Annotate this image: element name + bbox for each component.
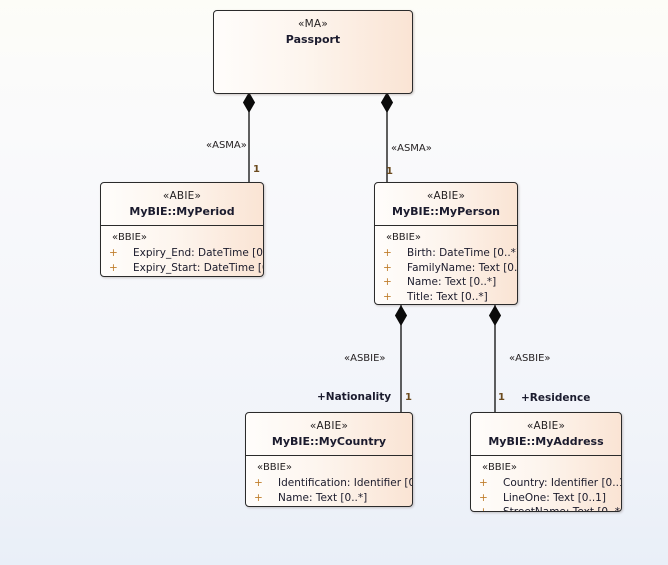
compartment-divider xyxy=(471,455,621,456)
attribute-stereotype: «BBIE» xyxy=(257,462,293,473)
visibility-marker: + xyxy=(479,477,488,489)
attribute-text: Identification: Identifier [0..*] xyxy=(278,477,412,489)
visibility-marker: + xyxy=(109,261,118,274)
visibility-marker: + xyxy=(383,276,392,288)
class-stereotype: «ABIE» xyxy=(426,190,466,202)
visibility-marker: + xyxy=(109,247,118,259)
attribute-row: + Name: Text [0..*] xyxy=(246,491,412,506)
class-header-myperson: «ABIE» MyBIE::MyPerson xyxy=(375,183,517,225)
attribute-text: StreetName: Text [0..*] xyxy=(503,506,622,512)
compartment-divider xyxy=(375,225,517,226)
class-stereotype: «ABIE» xyxy=(162,190,202,202)
class-header-myperiod: «ABIE» MyBIE::MyPeriod xyxy=(101,183,263,225)
class-attributes-myaddress: «BBIE» + Country: Identifier [0..1] + Line… xyxy=(471,456,622,512)
attribute-row: + StreetName: Text [0..*] xyxy=(471,505,622,512)
attribute-row: + Title: Text [0..*] xyxy=(375,290,517,305)
association-multiplicity-passport-myperson: 1 xyxy=(386,166,393,177)
association-multiplicity-passport-myperiod: 1 xyxy=(253,164,260,175)
association-stereotype-myperson-mycountry: «ASBIE» xyxy=(344,353,386,364)
class-stereotype: «ABIE» xyxy=(309,420,349,432)
attribute-row: + Name: Text [0..*] xyxy=(375,275,517,290)
visibility-marker: + xyxy=(479,491,488,504)
visibility-marker: + xyxy=(479,506,488,512)
attribute-text: Expiry_End: DateTime [0..1] xyxy=(133,247,263,259)
attribute-text: Name: Text [0..*] xyxy=(407,276,497,288)
attribute-text: Country: Identifier [0..1] xyxy=(503,477,622,489)
attribute-stereotype: «BBIE» xyxy=(482,462,518,473)
visibility-marker: + xyxy=(254,491,263,504)
visibility-marker: + xyxy=(254,477,263,489)
class-name: MyBIE::MyPerson xyxy=(392,205,500,218)
class-header-myaddress: «ABIE» MyBIE::MyAddress xyxy=(471,413,621,455)
association-stereotype-passport-myperiod: «ASMA» xyxy=(206,140,247,151)
attribute-text: Birth: DateTime [0..*] xyxy=(407,247,518,259)
composition-diamond-passport-myperson xyxy=(380,92,394,113)
attribute-row: + Identification: Identifier [0..*] xyxy=(246,476,412,491)
class-name: MyBIE::MyCountry xyxy=(271,435,387,448)
association-role-nationality: +Nationality xyxy=(317,391,392,403)
association-stereotype-passport-myperson: «ASMA» xyxy=(391,143,432,154)
composition-diamond-myperson-mycountry xyxy=(394,305,408,326)
attribute-row: + Expiry_Start: DateTime [0..1] xyxy=(101,261,263,276)
class-name: Passport xyxy=(285,33,341,46)
attribute-row: + FamilyName: Text [0..*] xyxy=(375,261,517,276)
compartment-divider xyxy=(246,455,412,456)
visibility-marker: + xyxy=(383,261,392,274)
association-role-residence: +Residence xyxy=(521,392,591,404)
attribute-row: + LineOne: Text [0..1] xyxy=(471,491,621,506)
composition-diamond-passport-myperiod xyxy=(242,92,256,113)
association-stereotype-myperson-myaddress: «ASBIE» xyxy=(509,353,551,364)
class-stereotype: «MA» xyxy=(298,18,328,30)
visibility-marker: + xyxy=(383,247,392,259)
class-box-myperson[interactable]: «ABIE» MyBIE::MyPerson «BBIE» + Birth: Da… xyxy=(374,182,518,305)
class-box-myaddress[interactable]: «ABIE» MyBIE::MyAddress «BBIE» + Country:… xyxy=(470,412,622,512)
attribute-row: + Country: Identifier [0..1] xyxy=(471,476,621,491)
attribute-text: Title: Text [0..*] xyxy=(407,290,488,303)
attribute-row: + Birth: DateTime [0..*] xyxy=(375,246,517,261)
class-box-myperiod[interactable]: «ABIE» MyBIE::MyPeriod «BBIE» + Expiry_En… xyxy=(100,182,264,277)
class-box-mycountry[interactable]: «ABIE» MyBIE::MyCountry «BBIE» + Identifi… xyxy=(245,412,413,507)
attribute-text: Name: Text [0..*] xyxy=(278,491,368,504)
attribute-row: + Expiry_End: DateTime [0..1] xyxy=(101,246,263,261)
class-box-passport[interactable]: «MA» Passport xyxy=(213,10,413,94)
compartment-divider xyxy=(101,225,263,226)
class-attributes-myperiod: «BBIE» + Expiry_End: DateTime [0..1] + Exp… xyxy=(101,226,263,276)
class-attributes-mycountry: «BBIE» + Identification: Identifier [0..*… xyxy=(246,456,412,506)
association-multiplicity-myperson-mycountry: 1 xyxy=(405,392,412,403)
attribute-text: FamilyName: Text [0..*] xyxy=(407,261,518,274)
class-stereotype: «ABIE» xyxy=(526,420,566,432)
attribute-text: LineOne: Text [0..1] xyxy=(503,491,606,504)
class-name: MyBIE::MyAddress xyxy=(488,435,604,448)
composition-diamond-myperson-myaddress xyxy=(488,305,502,326)
attribute-stereotype: «BBIE» xyxy=(112,232,148,243)
class-header-mycountry: «ABIE» MyBIE::MyCountry xyxy=(246,413,412,455)
association-multiplicity-myperson-myaddress: 1 xyxy=(498,392,505,403)
class-header-passport: «MA» Passport xyxy=(214,11,412,53)
attribute-text: Expiry_Start: DateTime [0..1] xyxy=(133,261,263,274)
class-attributes-myperson: «BBIE» + Birth: DateTime [0..*] + FamilyNa… xyxy=(375,226,517,305)
visibility-marker: + xyxy=(383,290,392,303)
class-name: MyBIE::MyPeriod xyxy=(129,205,235,218)
attribute-stereotype: «BBIE» xyxy=(386,232,422,243)
